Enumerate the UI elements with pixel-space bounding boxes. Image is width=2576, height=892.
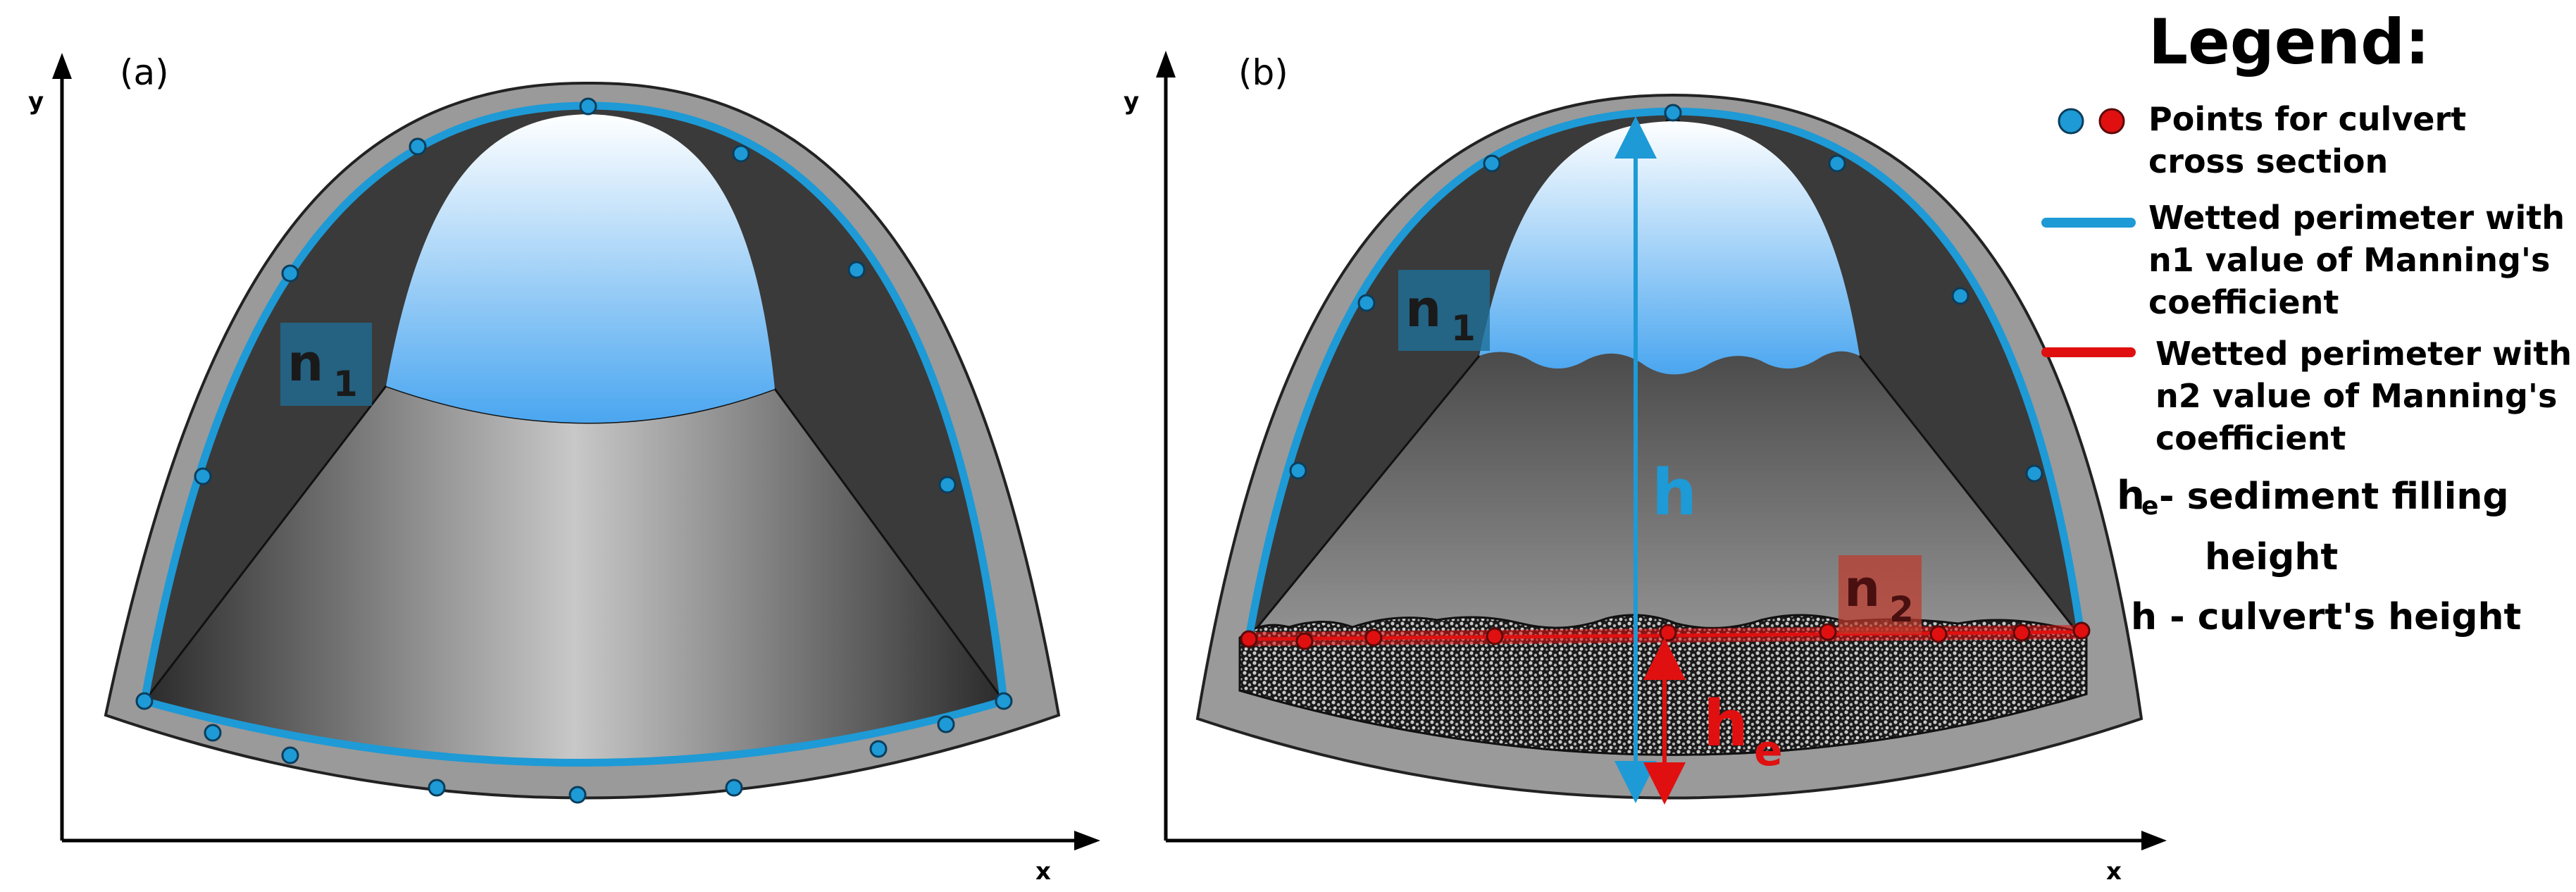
point <box>568 786 587 804</box>
y-axis-arrow-a <box>52 53 72 79</box>
panel-tag-b: (b) <box>1238 52 1288 93</box>
legend-blue-line1: Wetted perimeter with <box>2148 199 2565 237</box>
point <box>725 779 743 797</box>
point <box>937 715 955 733</box>
x-axis-arrow-b <box>2141 831 2167 850</box>
legend-red-line3: coefficient <box>2155 419 2346 457</box>
point <box>938 476 957 494</box>
x-axis-label-a: x <box>1035 857 1051 886</box>
y-axis-label-a: y <box>28 87 44 116</box>
n1-sub-a: 1 <box>333 364 358 404</box>
point <box>1664 104 1682 122</box>
cross-section-points-a <box>135 97 1013 804</box>
point <box>1819 623 1837 641</box>
he-sub: e <box>1754 726 1783 776</box>
point <box>194 467 212 485</box>
point <box>428 779 446 797</box>
legend-red-line2: n2 value of Manning's <box>2155 377 2557 415</box>
n2-label-b: n <box>1844 559 1880 618</box>
panel-a: y x (a) <box>28 52 1100 886</box>
point <box>1828 154 1846 173</box>
point <box>135 692 154 710</box>
legend: Legend: Points for culvert cross section… <box>2041 6 2572 638</box>
point <box>869 740 888 758</box>
point <box>281 264 299 283</box>
x-axis-label-b: x <box>2106 857 2122 886</box>
cross-section-points-blue-b <box>1289 104 2043 483</box>
legend-h-line: h - culvert's height <box>2131 596 2521 638</box>
n1-sub-b: 1 <box>1451 308 1476 349</box>
edge-line <box>1247 355 1481 638</box>
point <box>1295 632 1314 650</box>
cross-section-points-red-b <box>1240 621 2091 650</box>
legend-title: Legend: <box>2148 6 2429 78</box>
edge-line <box>1858 355 2083 638</box>
point <box>1483 154 1501 173</box>
point <box>1357 294 1376 312</box>
point <box>579 97 597 116</box>
n1-label-a: n <box>287 333 323 392</box>
wetted-perimeter-n1-a <box>139 101 1008 767</box>
point <box>732 144 750 163</box>
y-axis-arrow-b <box>1156 51 1176 78</box>
n1-label-box-b <box>1398 270 1490 351</box>
culvert-opening-b <box>1479 121 1860 375</box>
point <box>1289 462 1307 480</box>
point <box>995 692 1013 710</box>
n2-sub-b: 2 <box>1889 589 1914 630</box>
legend-blue-line2: n1 value of Manning's <box>2148 241 2550 279</box>
point <box>1951 287 1970 305</box>
point <box>1929 625 1948 643</box>
point <box>1364 628 1383 647</box>
y-axis-label-b: y <box>1124 87 1139 116</box>
legend-points-line1: Points for culvert <box>2148 100 2466 138</box>
n1-label-box-a <box>280 323 372 406</box>
legend-red-point-icon <box>2098 108 2125 135</box>
h-label: h <box>1652 456 1697 530</box>
x-axis-arrow-a <box>1074 831 1100 850</box>
point <box>1240 630 1258 648</box>
legend-blue-line3: coefficient <box>2148 283 2339 321</box>
point <box>1486 627 1504 645</box>
point <box>2012 624 2031 642</box>
legend-he-line1: - sediment filling <box>2159 476 2509 518</box>
legend-red-line1: Wetted perimeter with <box>2155 335 2572 373</box>
panel-tag-a: (a) <box>120 52 169 93</box>
point <box>204 724 222 742</box>
n1-label-b: n <box>1405 279 1441 338</box>
legend-he-sub: e <box>2141 492 2158 521</box>
point <box>847 261 866 279</box>
point <box>281 746 299 764</box>
point <box>2072 621 2091 640</box>
legend-he-line2: height <box>2205 536 2338 578</box>
point <box>1659 624 1677 642</box>
legend-he-symbol: h <box>2117 473 2145 519</box>
legend-blue-point-icon <box>2058 108 2084 135</box>
n2-label-box-b <box>1838 555 1922 634</box>
culvert-opening-a <box>386 114 775 423</box>
point <box>409 137 427 156</box>
he-label: h <box>1703 687 1748 761</box>
legend-points-line2: cross section <box>2148 142 2388 180</box>
point <box>2025 464 2043 483</box>
panel-b: y x (b) <box>1124 51 2167 886</box>
